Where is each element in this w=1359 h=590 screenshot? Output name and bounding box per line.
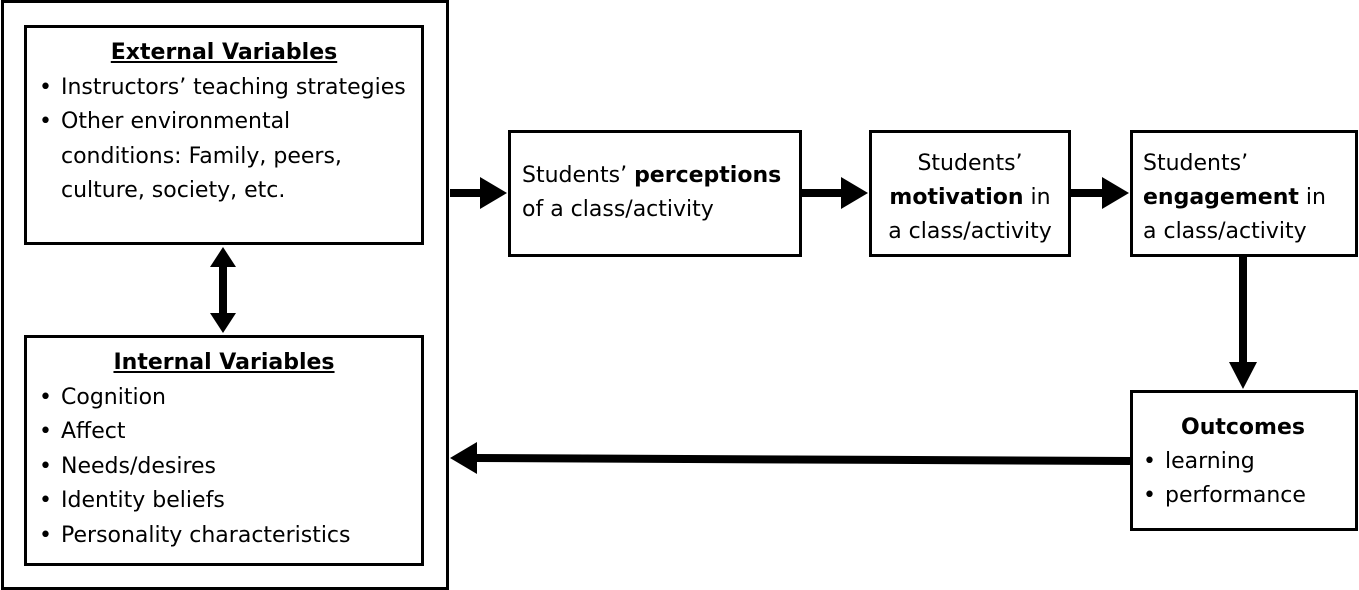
list-item: Cognition: [37, 381, 411, 416]
list-item: Identity beliefs: [37, 484, 411, 519]
perceptions-rest: of a class/activity: [522, 197, 714, 222]
arrow-to-outcomes: [1229, 257, 1257, 389]
internal-variables-heading: Internal Variables: [113, 350, 335, 375]
motivation-box: Students’ motivation in a class/activity: [869, 130, 1071, 257]
list-item: Instructors’ teaching strategies: [37, 71, 411, 106]
external-variables-heading: External Variables: [110, 40, 338, 65]
external-variables-box: External Variables Instructors’ teaching…: [24, 25, 424, 245]
arrow-to-engagement: [1071, 177, 1129, 209]
engagement-line1: Students’: [1143, 151, 1249, 176]
outcomes-title: Outcomes: [1181, 415, 1305, 440]
list-item: performance: [1141, 479, 1345, 513]
internal-variables-box: Internal Variables Cognition Affect Need…: [24, 335, 424, 566]
engagement-line3: a class/activity: [1143, 219, 1307, 244]
outcomes-list: learning performance: [1141, 445, 1345, 513]
engagement-box: Students’ engagement in a class/activity: [1130, 130, 1358, 257]
motivation-suffix: in: [1023, 185, 1051, 210]
perceptions-prefix: Students’: [522, 163, 635, 188]
external-variables-list: Instructors’ teaching strategies Other e…: [37, 71, 411, 209]
list-item: Personality characteristics: [37, 519, 411, 554]
arrow-to-perceptions: [450, 177, 507, 209]
feedback-arrow: [450, 442, 1131, 474]
motivation-keyword: motivation: [889, 185, 1024, 210]
internal-variables-list: Cognition Affect Needs/desires Identity …: [37, 381, 411, 554]
list-item: learning: [1141, 445, 1345, 479]
engagement-keyword: engagement: [1143, 185, 1299, 210]
list-item: Other environmental conditions: Family, …: [37, 105, 411, 209]
list-item: Affect: [37, 415, 411, 450]
bidirectional-arrow: [210, 247, 236, 333]
motivation-line1: Students’: [917, 151, 1023, 176]
perceptions-box: Students’ perceptions of a class/activit…: [508, 130, 802, 257]
motivation-line3: a class/activity: [888, 219, 1052, 244]
engagement-suffix: in: [1298, 185, 1326, 210]
perceptions-keyword: perceptions: [634, 163, 782, 188]
outcomes-box: Outcomes learning performance: [1130, 390, 1358, 531]
arrow-to-motivation: [802, 177, 868, 209]
list-item: Needs/desires: [37, 450, 411, 485]
